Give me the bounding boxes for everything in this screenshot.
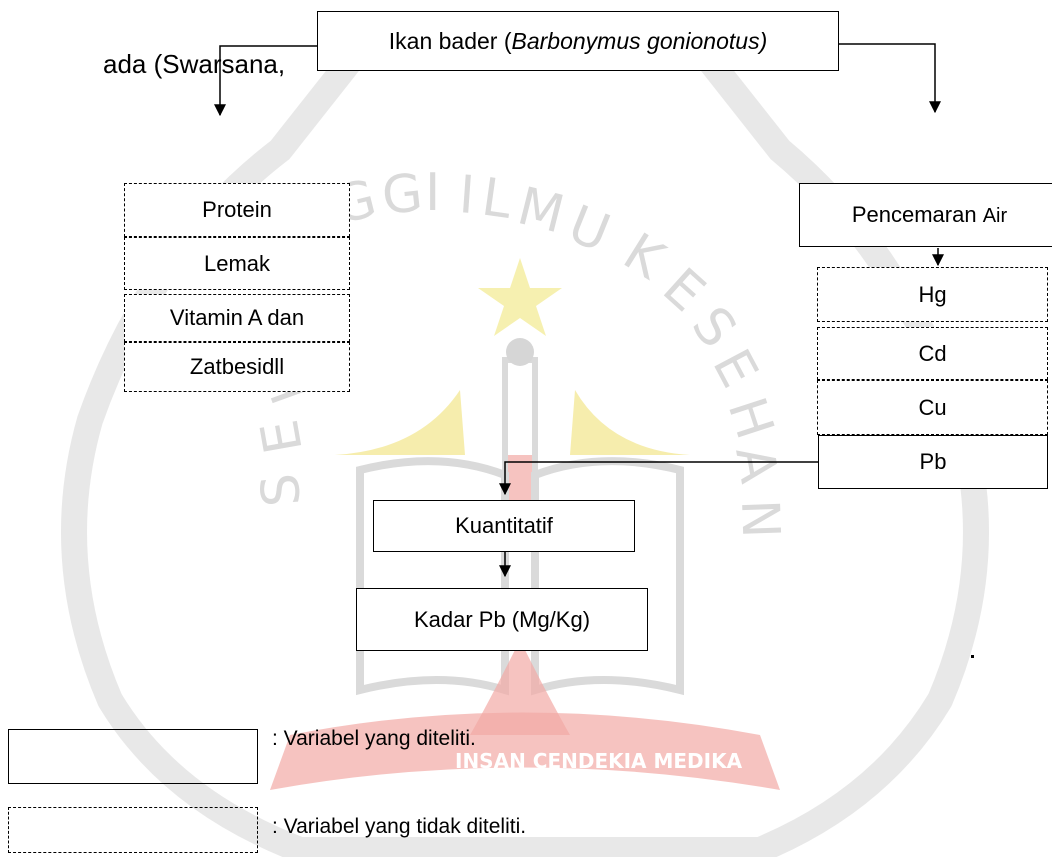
stray-dot (971, 655, 974, 658)
nutrient-box-protein: Protein (124, 183, 350, 237)
watermark-letter-G2: G (379, 163, 425, 227)
watermark-letter-I2: I (425, 163, 440, 223)
root-node-label: Ikan bader (Barbonymus gonionotus) (388, 27, 768, 54)
watermark-banner-text: INSAN CENDEKIA MEDIKA (455, 749, 743, 773)
nutrient-label-lemak: Lemak (203, 250, 271, 276)
watermark-letter-H: H (716, 390, 785, 446)
metal-box-cd: Cd (817, 327, 1048, 380)
header-fragment: ada (Swarsana, (103, 49, 286, 79)
watermark-syringe-top (506, 338, 534, 366)
watermark-letter-U: U (560, 194, 618, 264)
result-label: Kadar Pb (Mg/Kg) (413, 606, 591, 632)
metal-box-pb: Pb (818, 435, 1048, 489)
root-node: Ikan bader (Barbonymus gonionotus) (317, 11, 839, 71)
watermark-right-wing (570, 390, 690, 455)
watermark-letter-K: K (613, 222, 675, 292)
legend-dashed-label: : Variabel yang tidak diteliti. (272, 815, 527, 838)
nutrient-label-zatbesi: Zatbesidll (189, 354, 285, 379)
watermark-book-left (356, 457, 509, 696)
result-box: Kadar Pb (Mg/Kg) (356, 588, 648, 651)
metal-box-hg: Hg (817, 267, 1048, 322)
metal-label-cu: Cu (918, 394, 947, 420)
nutrient-box-lemak: Lemak (124, 237, 350, 290)
legend-dashed-swatch (8, 807, 258, 853)
legend-solid-label: : Variabel yang diteliti. (272, 727, 476, 750)
watermark-letter-I3: I (457, 165, 476, 226)
pollution-box: Pencemaran Air (799, 183, 1052, 247)
watermark-letter-E3: E (250, 415, 315, 458)
watermark-star (478, 258, 562, 336)
watermark-letter-L: L (478, 167, 515, 230)
metal-box-cu: Cu (817, 380, 1048, 435)
watermark-book-right (531, 457, 684, 696)
nutrient-box-zatbesi: Zatbesidll (124, 342, 350, 392)
nutrient-label-protein: Protein (202, 197, 272, 222)
pollution-label: Pencemaran Air (851, 202, 1008, 227)
method-box: Kuantitatif (373, 500, 635, 552)
watermark-left-wing (335, 390, 465, 455)
watermark-letter-S2: S (250, 471, 313, 509)
nutrient-label-vitamin: Vitamin A dan (169, 305, 305, 330)
watermark-letter-A: A (723, 442, 788, 488)
watermark-letter-M: M (512, 176, 570, 245)
metal-label-pb: Pb (919, 449, 947, 474)
method-label: Kuantitatif (455, 513, 553, 538)
nutrient-box-vitamin: Vitamin A dan (124, 294, 350, 342)
watermark-red-banner (270, 712, 780, 790)
metal-label-cd: Cd (918, 340, 947, 366)
watermark-letter-N2: N (729, 498, 790, 539)
metal-label-hg: Hg (918, 281, 947, 307)
watermark-red-drop (470, 640, 570, 735)
watermark-shield-outline (61, 12, 989, 857)
legend-solid-swatch (8, 729, 258, 784)
